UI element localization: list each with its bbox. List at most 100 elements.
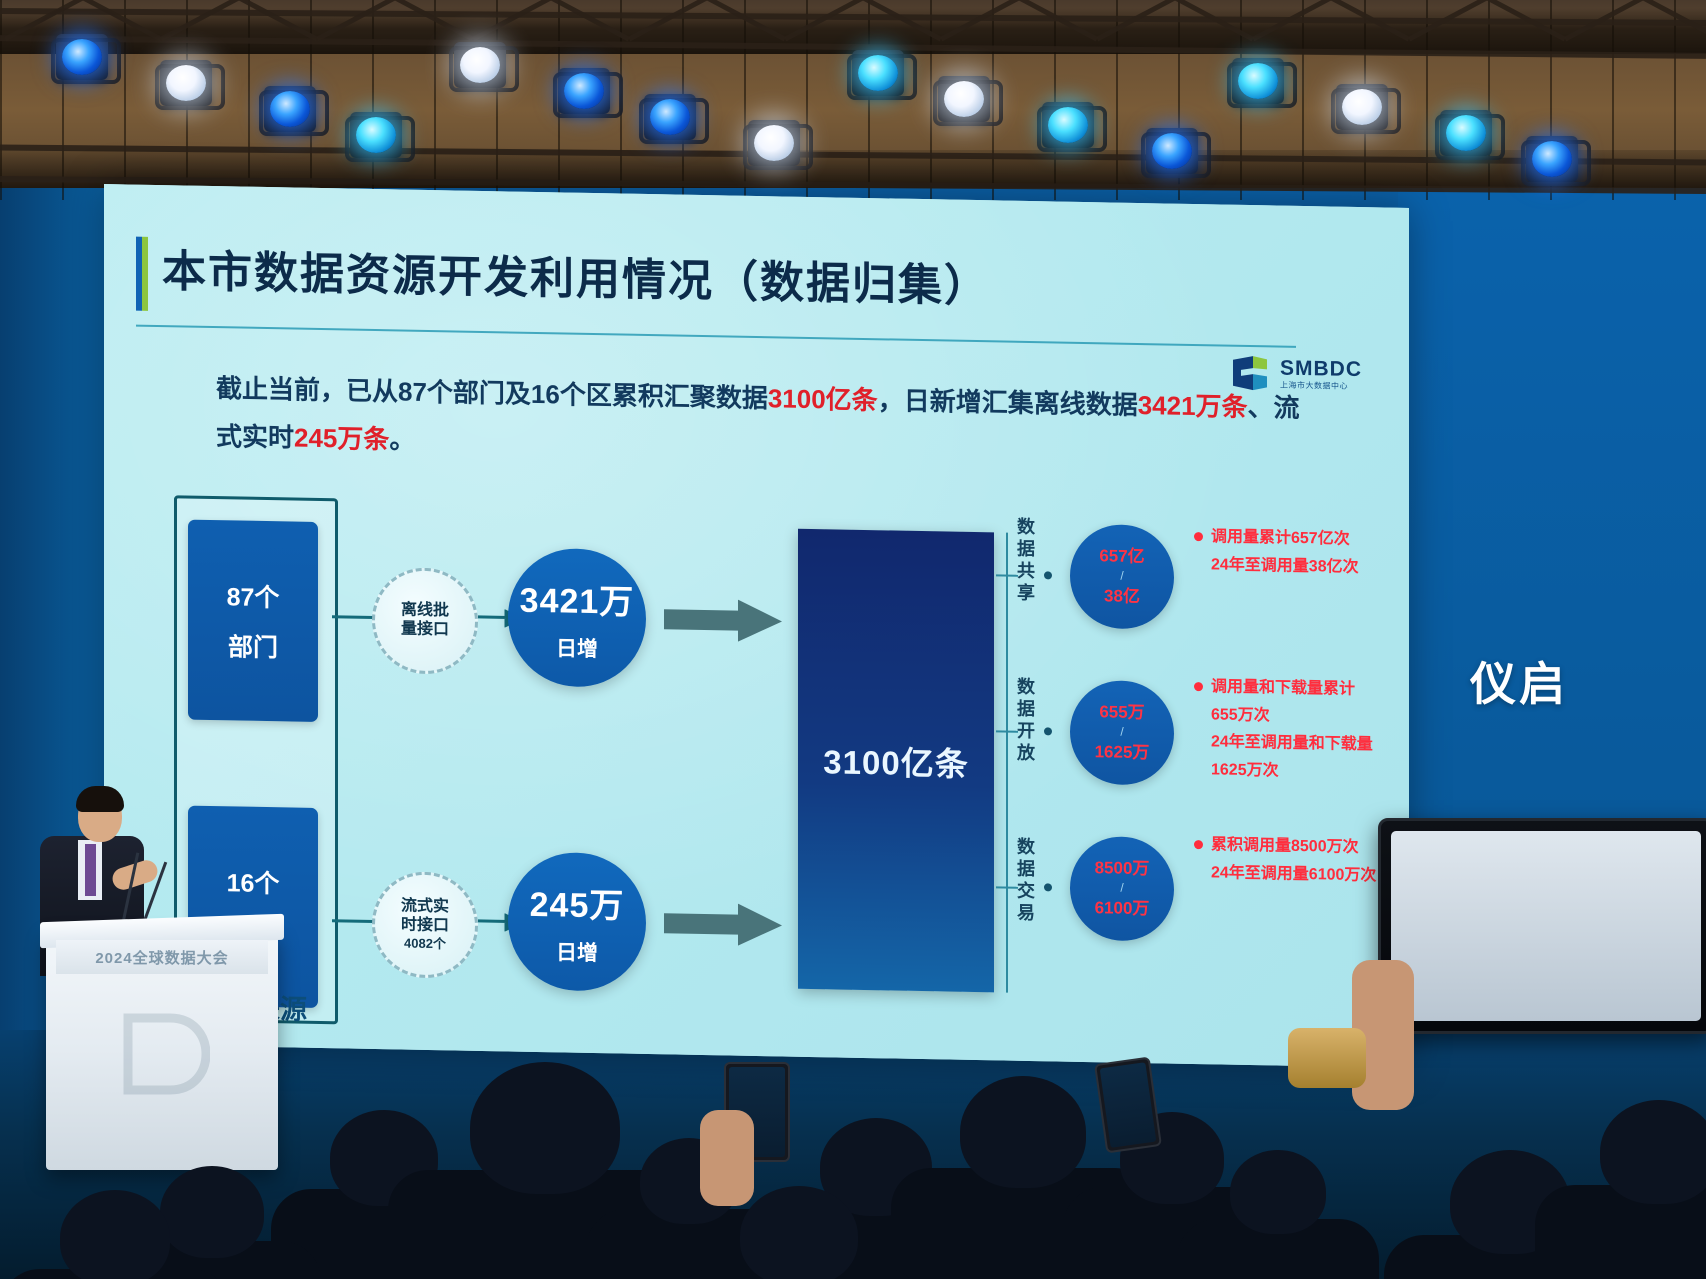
- podium-name-plate-text: 2024全球数据大会: [95, 949, 229, 967]
- wall-panel: [806, 0, 808, 200]
- audience-head: [740, 1186, 858, 1279]
- metric-bullet-text: 调用量和下载量累计: [1211, 678, 1356, 698]
- interface-line-1-2: 时接口: [400, 916, 449, 935]
- stage-light-lens-icon: [944, 81, 984, 117]
- metric-top-0: 657亿: [1099, 546, 1145, 566]
- pool-label: 3100亿条: [823, 743, 969, 783]
- stage-light: [743, 120, 813, 170]
- paragraph-highlight-3: 245万条: [294, 422, 390, 455]
- bullet-dot-icon: [1194, 532, 1203, 542]
- wall-panel: [124, 0, 126, 200]
- metric-bullet-text: 24年至调用量和下载量: [1211, 733, 1373, 754]
- metric-bullet-text: 655万次: [1211, 705, 1270, 724]
- metric-bullet: 655万次: [1194, 704, 1409, 730]
- stage-light: [933, 76, 1003, 126]
- metric-bullet: 1625万次: [1194, 759, 1409, 785]
- page-title: 本市数据资源开发利用情况（数据归集）: [162, 247, 990, 312]
- metric-bullet-text: 累积调用量8500万次: [1211, 836, 1359, 857]
- wall-panel: [930, 0, 932, 200]
- audience-wristwatch: [1288, 1028, 1366, 1088]
- wall-panel: [248, 0, 250, 200]
- speaker-hair: [76, 786, 124, 812]
- stage-light-lens-icon: [650, 99, 690, 135]
- daily-circle-streaming: 245万 日增: [508, 851, 646, 992]
- interface-node-offline: 离线批 量接口: [372, 566, 478, 675]
- block-arrow-a: [664, 598, 782, 642]
- daily-label-1: 日增: [556, 940, 598, 965]
- wall-panel: [1550, 0, 1552, 200]
- stage-light-lens-icon: [1152, 133, 1192, 169]
- podium-name-plate: 2024全球数据大会: [56, 940, 268, 974]
- source-unit-0: 部门: [227, 633, 278, 663]
- connector-src-iface-b: [332, 919, 374, 923]
- metric-bullet-text: 24年至调用量38亿次: [1211, 555, 1359, 576]
- interface-line-0-1: 离线批: [400, 601, 449, 620]
- daily-value-0: 3421万: [519, 581, 635, 622]
- wall-panel: [1612, 0, 1614, 200]
- metric-bullet: 24年至调用量38亿次: [1194, 554, 1409, 580]
- daily-label-0: 日增: [556, 636, 598, 661]
- metric-bullets-open: 调用量和下载量累计 655万次 24年至调用量和下载量 1625万次: [1194, 676, 1409, 803]
- audience-head: [1230, 1150, 1326, 1234]
- metric-sep-1: /: [1120, 725, 1124, 740]
- stage-light-lens-icon: [1532, 141, 1572, 177]
- metric-bullet-text: 24年至调用量6100万次: [1211, 863, 1377, 884]
- smbdc-logo: SMBDC 上海市大数据中心: [1227, 345, 1377, 404]
- block-arrow-b: [664, 902, 782, 946]
- stage-light-lens-icon: [356, 117, 396, 153]
- title-accent-bar: [136, 236, 148, 311]
- audience-head: [960, 1076, 1086, 1188]
- stage-light: [1331, 84, 1401, 134]
- stage-light: [155, 60, 225, 110]
- wall-panel: [372, 0, 374, 200]
- metric-bullets-trade: 累积调用量8500万次 24年至调用量6100万次: [1194, 834, 1409, 906]
- audience-head: [1600, 1100, 1706, 1204]
- audience-head: [470, 1062, 620, 1194]
- data-pool-box: 3100亿条: [798, 528, 994, 993]
- stage-light-lens-icon: [460, 47, 500, 83]
- source-box-departments: 87个 部门: [188, 519, 318, 722]
- stage-light: [1521, 136, 1591, 186]
- channel-dot-b: [1044, 727, 1052, 736]
- metric-bullet: 24年至调用量和下载量: [1194, 731, 1409, 757]
- channel-label-open: 数据开放: [1015, 676, 1035, 766]
- daily-value-1: 245万: [529, 885, 625, 926]
- interface-line-0-2: 量接口: [400, 620, 449, 639]
- stage-light-lens-icon: [858, 55, 898, 91]
- metric-bullet: 累积调用量8500万次: [1194, 834, 1409, 860]
- audience-head: [60, 1190, 170, 1279]
- stage-light: [639, 94, 709, 144]
- projection-screen: 本市数据资源开发利用情况（数据归集） SMBDC 上海市大数据中心 截止当前，已…: [104, 184, 1409, 1068]
- bullet-dot-icon: [1194, 682, 1203, 692]
- wall-panel: [1302, 0, 1304, 200]
- channel-dot-c: [1044, 883, 1052, 892]
- speaker-tie: [85, 844, 96, 896]
- stage-light: [345, 112, 415, 162]
- source-count-0: 87个: [226, 583, 280, 613]
- metric-sep-2: /: [1120, 881, 1124, 896]
- metric-bullet-text: 1625万次: [1211, 761, 1279, 780]
- channel-rail: [1006, 532, 1008, 993]
- stage-light-lens-icon: [1238, 63, 1278, 99]
- metric-bullet-text: 调用量累计657亿次: [1211, 528, 1350, 548]
- stage-light-lens-icon: [1342, 89, 1382, 125]
- stage-light: [1141, 128, 1211, 178]
- wall-panel: [744, 0, 746, 200]
- audience-tablet: [1378, 818, 1706, 1034]
- channel-dot-a: [1044, 571, 1052, 580]
- wall-panel: [992, 0, 994, 200]
- metric-bottom-2: 6100万: [1094, 897, 1150, 918]
- interface-line-1-3: 4082个: [404, 935, 446, 952]
- metric-bottom-1: 1625万: [1094, 741, 1150, 762]
- metric-circle-trade: 8500万 / 6100万: [1070, 835, 1174, 942]
- wall-panel: [434, 0, 436, 200]
- wall-panel: [1426, 0, 1428, 200]
- wall-panel: [0, 0, 2, 200]
- metric-bullet: 24年至调用量6100万次: [1194, 862, 1409, 888]
- connector-src-iface-a: [332, 615, 374, 619]
- wall-panel: [868, 0, 870, 200]
- stage-light-lens-icon: [62, 39, 102, 75]
- metric-bullets-sharing: 调用量累计657亿次 24年至调用量38亿次: [1194, 526, 1409, 598]
- data-flow-diagram: 87个 部门 16个 区 数据来源 离线批 量接口 流式实: [104, 484, 1409, 1068]
